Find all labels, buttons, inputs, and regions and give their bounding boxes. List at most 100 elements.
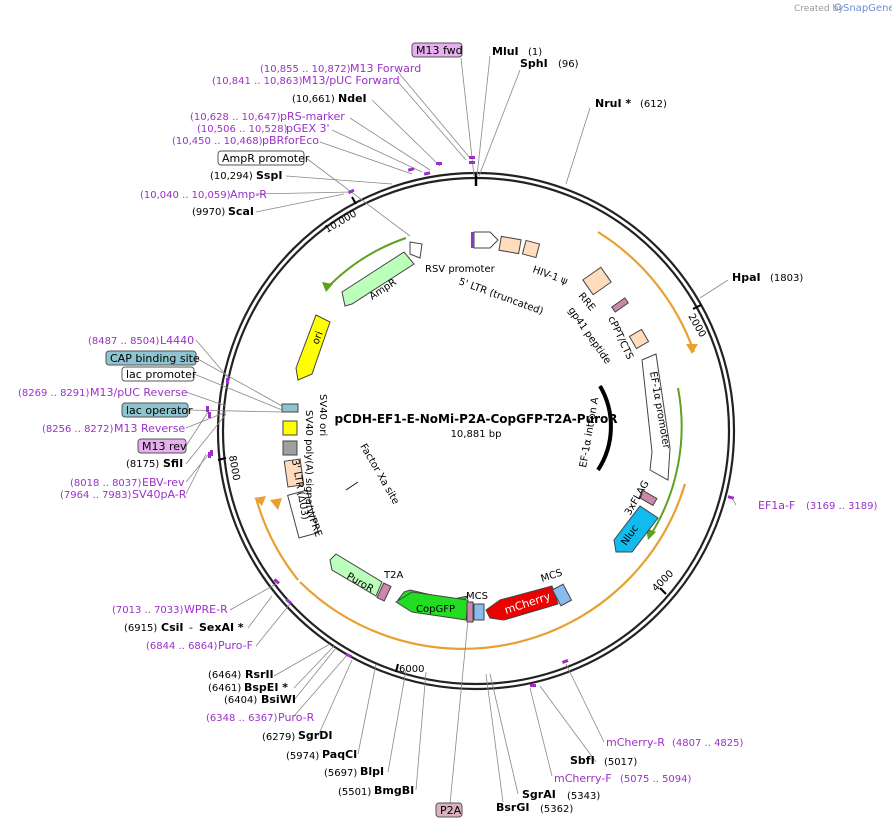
gp41-feature [611,297,629,313]
ltr3-feature [283,458,305,488]
site-ndei-pos: (10,661) [292,94,335,105]
lac-promoter-box: lac promoter [121,366,197,382]
ltr5-feature [498,235,522,255]
p2a-feature [466,601,474,623]
m13-fwd-box: M13 fwd [411,42,463,58]
factor-xa-line [345,481,359,491]
rre-feature [582,266,612,296]
primer-pgex3-range: (10,506 .. 10,528) [197,124,288,135]
svg-text:AmpR promoter: AmpR promoter [222,152,310,165]
gp41-label: gp41 peptide [566,305,613,366]
lac-operator-box: lac operator [121,402,193,418]
svg-text:P2A: P2A [440,804,462,817]
primer-puro-f: Puro-F [218,639,253,652]
site-bsrgi: BsrGI [496,801,529,814]
primer-m13puc-forward: M13/pUC Forward [302,74,400,87]
primer-ef1a-f-range: (3169 .. 3189) [806,501,878,512]
primer-mcherry-f: mCherry-F [554,772,612,785]
ef1a-intron-feature [596,384,613,472]
site-sgrai: SgrAI [522,788,556,801]
sv40ori-feature [282,420,298,436]
primer-m13-forward-range: (10,855 .. 10,872) [260,64,351,75]
hiv-label: HIV-1 ψ [531,264,569,287]
primer-ef1a-f: EF1a-F [758,499,795,512]
primer-l4440-range: (8487 .. 8504) [88,336,160,347]
snapgene-logo-icon [834,3,842,11]
site-sbfi: SbfI [570,754,595,767]
primer-m13-reverse: M13 Reverse [114,422,185,435]
site-sspi: SspI [256,169,282,182]
primer-ebv-rev: EBV-rev [142,476,185,489]
site-nrui: NruI * [595,97,631,110]
site-separator: - [189,621,193,634]
site-ndei: NdeI [338,92,367,105]
site-paqci: PaqCI [322,748,357,761]
ef1a-intron-label: EF-1α intron A [578,396,601,468]
cppt-feature [628,328,650,350]
arc-wpre [254,497,299,581]
site-sphi: SphI [520,57,548,70]
tick-8000-mark [217,457,227,461]
site-hpai-pos: (1803) [770,273,803,284]
primer-m13puc-forward-range: (10,841 .. 10,863) [212,76,303,87]
site-sgrdi-pos: (6279) [262,732,295,743]
primer-prs-marker: pRS-marker [280,110,345,123]
site-blpi-pos: (5697) [324,768,357,779]
primer-ampr: Amp-R [230,188,267,201]
site-blpi: BlpI [360,765,384,778]
ltr5-label: 5' LTR (truncated) [457,276,545,317]
primer-mcherry-r: mCherry-R [606,736,665,749]
backbone-outer [216,171,736,691]
m13-rev-box: M13 rev [137,438,187,454]
mcs1-label: MCS [540,568,564,585]
site-sgrai-pos: (5343) [567,791,600,802]
primer-m13puc-reverse-range: (8269 .. 8291) [18,388,90,399]
primer-ticks [206,156,735,687]
ef1a-promoter-feature [641,353,671,481]
site-bsrgi-pos: (5362) [540,804,573,815]
tick-2000: 2000 [685,312,707,340]
tick-6000-mark [395,663,399,673]
primer-ampr-range: (10,040 .. 10,059) [140,190,231,201]
copgfp-label: CopGFP [416,604,455,615]
factor-xa-label: Factor Xa site [357,442,401,506]
primer-sv40pa-r: SV40pA-R [132,488,187,501]
site-sexai: SexAI * [199,621,244,634]
svg-text:CAP binding site: CAP binding site [110,352,200,365]
svg-text:lac promoter: lac promoter [126,368,197,381]
primer-l4440: L4440 [160,334,194,347]
t2a-feature [376,582,392,602]
site-sphi-pos: (96) [558,59,579,70]
primer-puro-r-range: (6348 .. 6367) [206,713,278,724]
site-nrui-pos: (612) [640,99,667,110]
mcs2-feature [473,603,485,621]
primer-pbrforeco: pBRforEco [262,134,319,147]
sv40pa-label: SV40 poly(A) signal [303,410,314,508]
site-bsiwi-pos: (6404) [224,695,257,706]
arc-lentiviral [597,231,696,353]
arc-arrow-2 [254,496,266,506]
ori-feature [295,314,331,381]
tick-10000: 10,000 [323,209,359,236]
tick-10000-mark [351,196,357,205]
primer-mcherry-r-range: (4807 .. 4825) [672,738,744,749]
hiv-feature [521,239,541,259]
lac-feature [281,403,299,413]
primer-puro-f-range: (6844 .. 6864) [146,641,218,652]
ori-label: ori [311,330,326,346]
wpre-feature [287,489,319,539]
mcs1-feature [551,583,573,607]
amp-promoter-feature [409,241,423,259]
credit-brand: SnapGene [843,3,892,14]
ampr-arc [326,237,407,289]
primer-sv40pa-r-range: (7964 .. 7983) [60,490,132,501]
ampr-arc-arrow [322,282,333,292]
site-scai: ScaI [228,205,254,218]
primer-m13-forward: M13 Forward [350,62,421,75]
cap-site-box: CAP binding site [105,350,200,366]
primer-pgex3: pGEX 3' [286,122,330,135]
site-scai-pos: (9970) [192,207,225,218]
site-bmgbi-pos: (5501) [338,787,371,798]
tick-6000: 6000 [399,664,424,675]
site-hpai: HpaI [732,271,761,284]
